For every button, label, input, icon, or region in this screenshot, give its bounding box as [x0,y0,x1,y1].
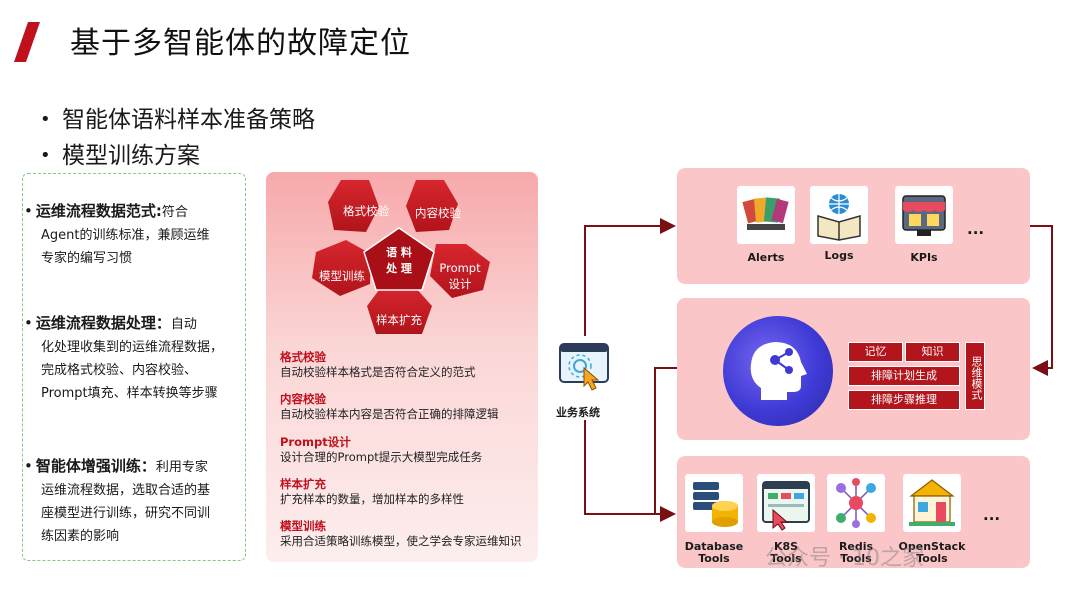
method-item: 样本扩充 扩充样本的数量，增加样本的多样性 [280,477,464,506]
arrow-agent-to-tools [654,367,677,514]
method-item: 格式校验 自动校验样本格式是否符合定义的范式 [280,350,476,379]
bullet-item: •智能体语料样本准备策略 [40,107,315,133]
arrow-sources-to-agent [1030,225,1053,376]
business-system-label: 业务系统 [556,406,600,419]
strategy-section-processing: •运维流程数据处理：自动 化处理收集到的运维流程数据， 完成格式校验、内容校验、… [24,314,224,401]
petal-label-content: 内容校验 [415,206,461,220]
center-label-line2: 处 理 [385,261,412,275]
arrow-system-to-tools [584,420,676,522]
strategy-section-format: •运维流程数据范式:符合 Agent的训练标准，兼顾运维 专家的编写习惯 [24,202,210,266]
memory-tag: 记忆 [848,342,903,362]
left-strategy-panel: •运维流程数据范式:符合 Agent的训练标准，兼顾运维 专家的编写习惯 •运维… [22,173,246,561]
title-slash-icon [14,22,40,62]
watermark-text: 公众号 · 10之家 [765,546,924,571]
k8s-dashboard-icon [762,481,810,531]
petal-label-design: 设计 [449,277,472,291]
method-item: Prompt设计 设计合理的Prompt提示大模型完成任务 [280,435,483,464]
logs-book-icon [817,194,861,241]
method-item: 模型训练 采用合适策略训练模型，使之学会专家运维知识 [280,519,522,548]
agent-avatar [723,316,833,426]
database-tools-card [685,474,743,532]
logs-label: Logs [824,249,854,262]
openstack-tools-card [903,474,961,532]
page-title: 基于多智能体的故障定位 [70,26,411,61]
petal-label-training: 模型训练 [319,269,365,283]
corpus-processing-panel: 语 料 处 理 格式校验 内容校验 模型训练 Prompt 设计 样本扩充 格式… [266,172,538,562]
agent-box: 记忆 知识 排障计划生成 排障步骤推理 思维模式 [677,298,1030,440]
logs-card [810,186,868,244]
center-label-line1: 语 料 [386,245,412,259]
step-reasoning-tag: 排障步骤推理 [848,390,960,410]
petal-label-format: 格式校验 [343,204,389,218]
data-sources-box: Alerts Logs KPIs ... [677,168,1030,284]
alerts-icon [742,197,789,230]
database-icon [693,482,738,527]
redis-network-icon [836,478,876,528]
petal-prompt-design [430,244,490,298]
method-item: 内容校验 自动校验样本内容是否符合正确的排障逻辑 [280,392,499,421]
petal-label-prompt: Prompt [439,261,481,275]
ai-head-icon [750,342,807,400]
petal-format-check [328,180,379,232]
more-tools-ellipsis: ... [983,506,1001,524]
thinking-mode-tag: 思维模式 [965,342,985,410]
k8s-tools-card [757,474,815,532]
redis-tools-card [827,474,885,532]
petal-label-expansion: 样本扩充 [376,313,422,327]
arrow-system-to-sources [584,218,676,336]
kpis-store-icon [902,195,946,236]
knowledge-tag: 知识 [905,342,960,362]
petal-model-training [312,240,371,296]
bullet-item: •模型训练方案 [40,143,200,169]
petal-sample-expansion [367,286,432,334]
more-sources-ellipsis: ... [967,220,985,238]
kpis-card [895,186,953,244]
center-pentagon [363,227,435,291]
kpis-label: KPIs [910,251,938,264]
strategy-section-training: •智能体增强训练：利用专家 运维流程数据，选取合适的基 座模型进行训练，研究不同… [24,457,211,544]
bullet-list: •智能体语料样本准备策略 •模型训练方案 [40,102,315,174]
pentagon-flower-diagram: 语 料 处 理 格式校验 内容校验 模型训练 Prompt 设计 样本扩充 [312,180,490,334]
alerts-label: Alerts [747,251,785,264]
openstack-store-icon [909,479,955,526]
petal-content-check [406,180,458,232]
business-system-icon [559,343,609,391]
alerts-card [737,186,795,244]
plan-generation-tag: 排障计划生成 [848,366,960,386]
